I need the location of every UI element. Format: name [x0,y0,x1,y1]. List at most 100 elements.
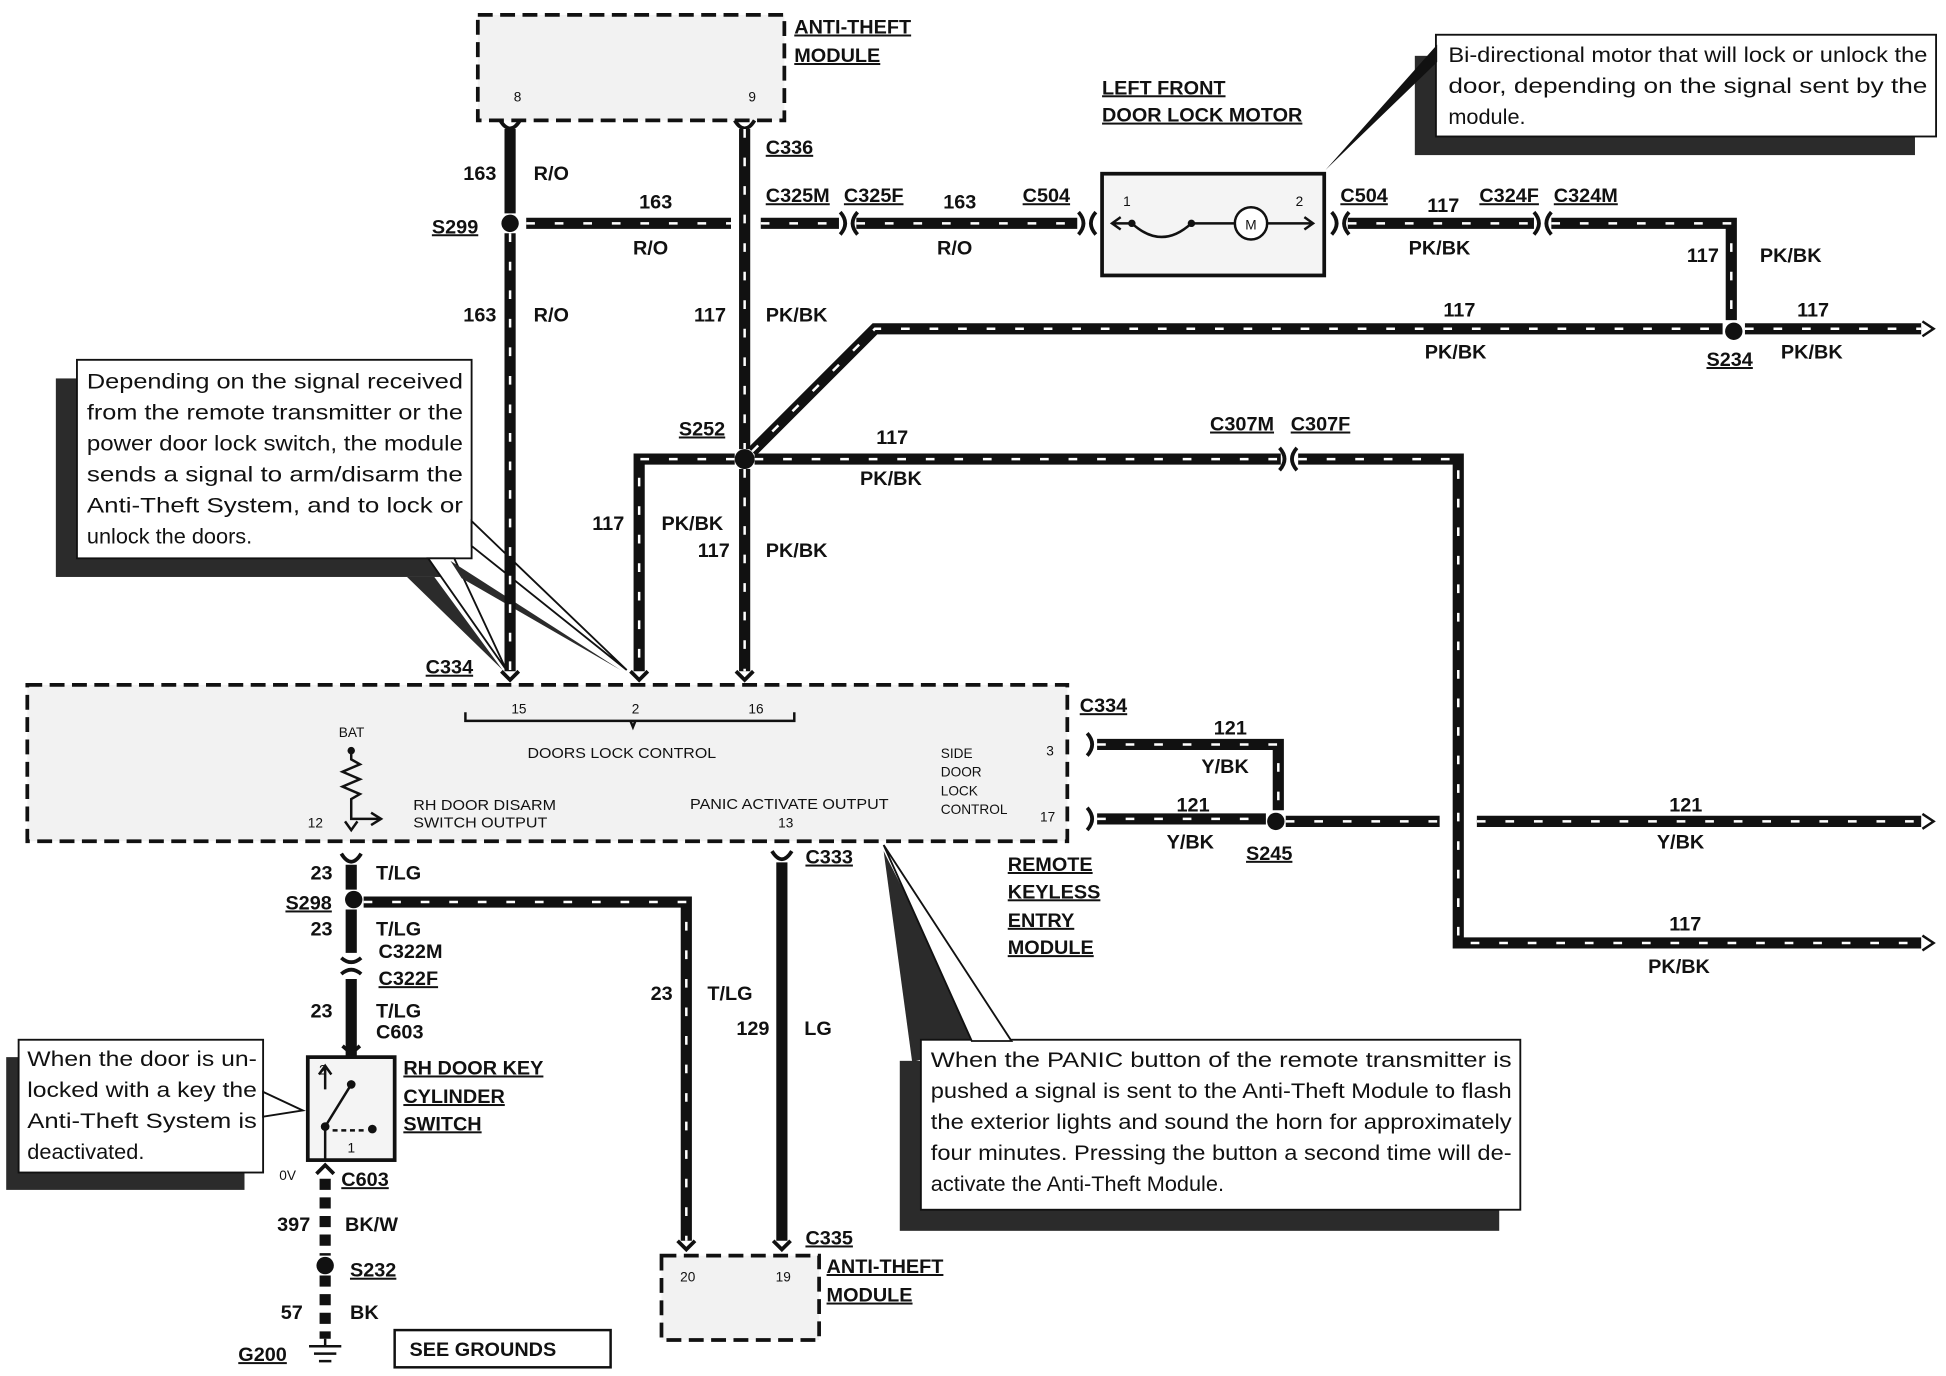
switch-arrow-icon [317,1063,333,1090]
splice-label: S299 [432,216,478,238]
component-name: SWITCH [403,1113,481,1135]
wire-color-label: PK/BK [661,513,723,535]
connector-label: C336 [766,137,813,159]
component-name: CYLINDER [403,1086,504,1108]
wire-circuit-label: 121 [1177,794,1210,816]
wire-circuit-label: 117 [876,427,908,449]
switch-contact [346,1080,356,1089]
wire-23 [340,967,363,976]
wire-circuit-label: 397 [277,1214,310,1236]
wire-23 [340,956,363,965]
wire-color-label: T/LG [707,983,752,1005]
splice-s245-dot [1267,812,1285,831]
ground-icon [309,1338,342,1363]
connector-c603-top [341,1044,362,1056]
wire-circuit-label: 117 [592,513,624,535]
component-name: DOOR LOCK MOTOR [1102,105,1302,127]
component-name: KEYLESS [1008,881,1101,903]
pin-number: 9 [748,90,756,105]
wire-color-label: BK/W [345,1214,398,1236]
module-function-label: PANIC ACTIVATE OUTPUT [690,797,889,813]
connector-c334-pin [629,669,650,683]
component-name: MODULE [827,1285,913,1307]
bat-terminal [347,746,355,755]
callout-pointer [882,844,1014,1042]
continuation-arrow [1921,812,1936,830]
connector-label: C325M [766,185,830,207]
wire-circuit-label: 163 [463,304,496,326]
connector-c325 [838,210,860,236]
wire-color-label: PK/BK [766,540,828,562]
callout-text: Depending on the signal received [87,368,463,393]
callout-text: four minutes. Pressing the button a seco… [931,1140,1512,1165]
wire-color-label: R/O [534,163,569,185]
callout-pointer [426,557,508,671]
wire-color-label: R/O [937,237,972,259]
motor-symbol: M [1245,218,1256,233]
component-name: ANTI-THEFT [794,17,911,39]
pin-number: 2 [319,1062,327,1077]
connector-c334-pin [734,669,755,683]
splice-label: S245 [1246,843,1292,865]
splice-s298-dot [345,890,363,909]
callout-text: sends a signal to arm/disarm the [87,461,463,486]
wire-circuit-label: 163 [943,191,976,213]
wire-117 [633,453,735,672]
switch-contact [367,1124,377,1134]
wire-color-label: PK/BK [766,304,828,326]
module-function-label: CONTROL [941,802,1008,817]
component-name: LEFT FRONT [1102,77,1225,99]
pin-number: 20 [680,1270,696,1285]
component-name: RH DOOR KEY [403,1057,543,1079]
module-function-label: DOOR [941,765,982,780]
connector-label: C603 [376,1022,423,1044]
callout-box-motor [1434,33,1938,138]
pin-number: 16 [748,701,763,716]
wire-circuit-label: 117 [1669,914,1701,936]
callout-text: Anti-Theft System, and to lock or [87,492,463,517]
wire-circuit-label: 117 [1427,195,1459,217]
wire-color-label: Y/BK [1657,832,1705,854]
wire-circuit-label: 117 [1797,299,1829,321]
module-function-label: LOCK [941,783,978,798]
wire-circuit-label: 117 [694,304,726,326]
splice-s234-dot [1725,322,1743,340]
wire-color-label: PK/BK [1760,245,1822,267]
splice-s232-dot [316,1256,334,1275]
callout-text: When the door is un- [27,1046,257,1071]
wire-circuit-label: 117 [1687,245,1719,267]
motor-arrow-left [1109,216,1122,231]
component-name: MODULE [1008,937,1094,959]
wire-hatch [363,900,688,1241]
callout-box-key-switch [17,1038,265,1174]
connector-label: C324F [1479,185,1539,207]
motor-contact [1187,219,1196,228]
wire-color-label: PK/BK [1648,956,1710,978]
ground-label: G200 [238,1344,287,1366]
pin-number: 8 [514,90,522,105]
pin-number: 2 [632,701,640,716]
resistor-icon [339,750,379,821]
wire-color-label: PK/BK [860,468,922,490]
doors-lock-control-brace [464,712,796,731]
connector-label: C504 [1340,185,1387,207]
wire-circuit-label: 129 [736,1018,769,1040]
wire-23 [339,852,363,864]
wire-circuit-label: 121 [1214,718,1247,740]
callout-text: locked with a key the [27,1077,257,1102]
voltage-label: 0V [279,1168,297,1183]
connector-label: C322F [379,968,439,990]
wire-hatch [1551,222,1733,321]
splice-label: S232 [350,1260,396,1282]
splice-label: S252 [679,419,725,441]
callout-box-module-signal [76,358,473,560]
module-function-label: SIDE [941,746,973,761]
callout-text: Anti-Theft System is [27,1108,257,1133]
wire-color-label: LG [804,1018,832,1040]
module-function-label: SWITCH OUTPUT [413,816,547,832]
callout-pointer-shadow [883,851,981,1063]
motor-contact [1128,219,1136,228]
callout-text: pushed a signal is sent to the Anti-Thef… [931,1078,1512,1103]
anti-theft-module-bottom-box [659,1253,821,1342]
wire-color-label: R/O [633,237,668,259]
